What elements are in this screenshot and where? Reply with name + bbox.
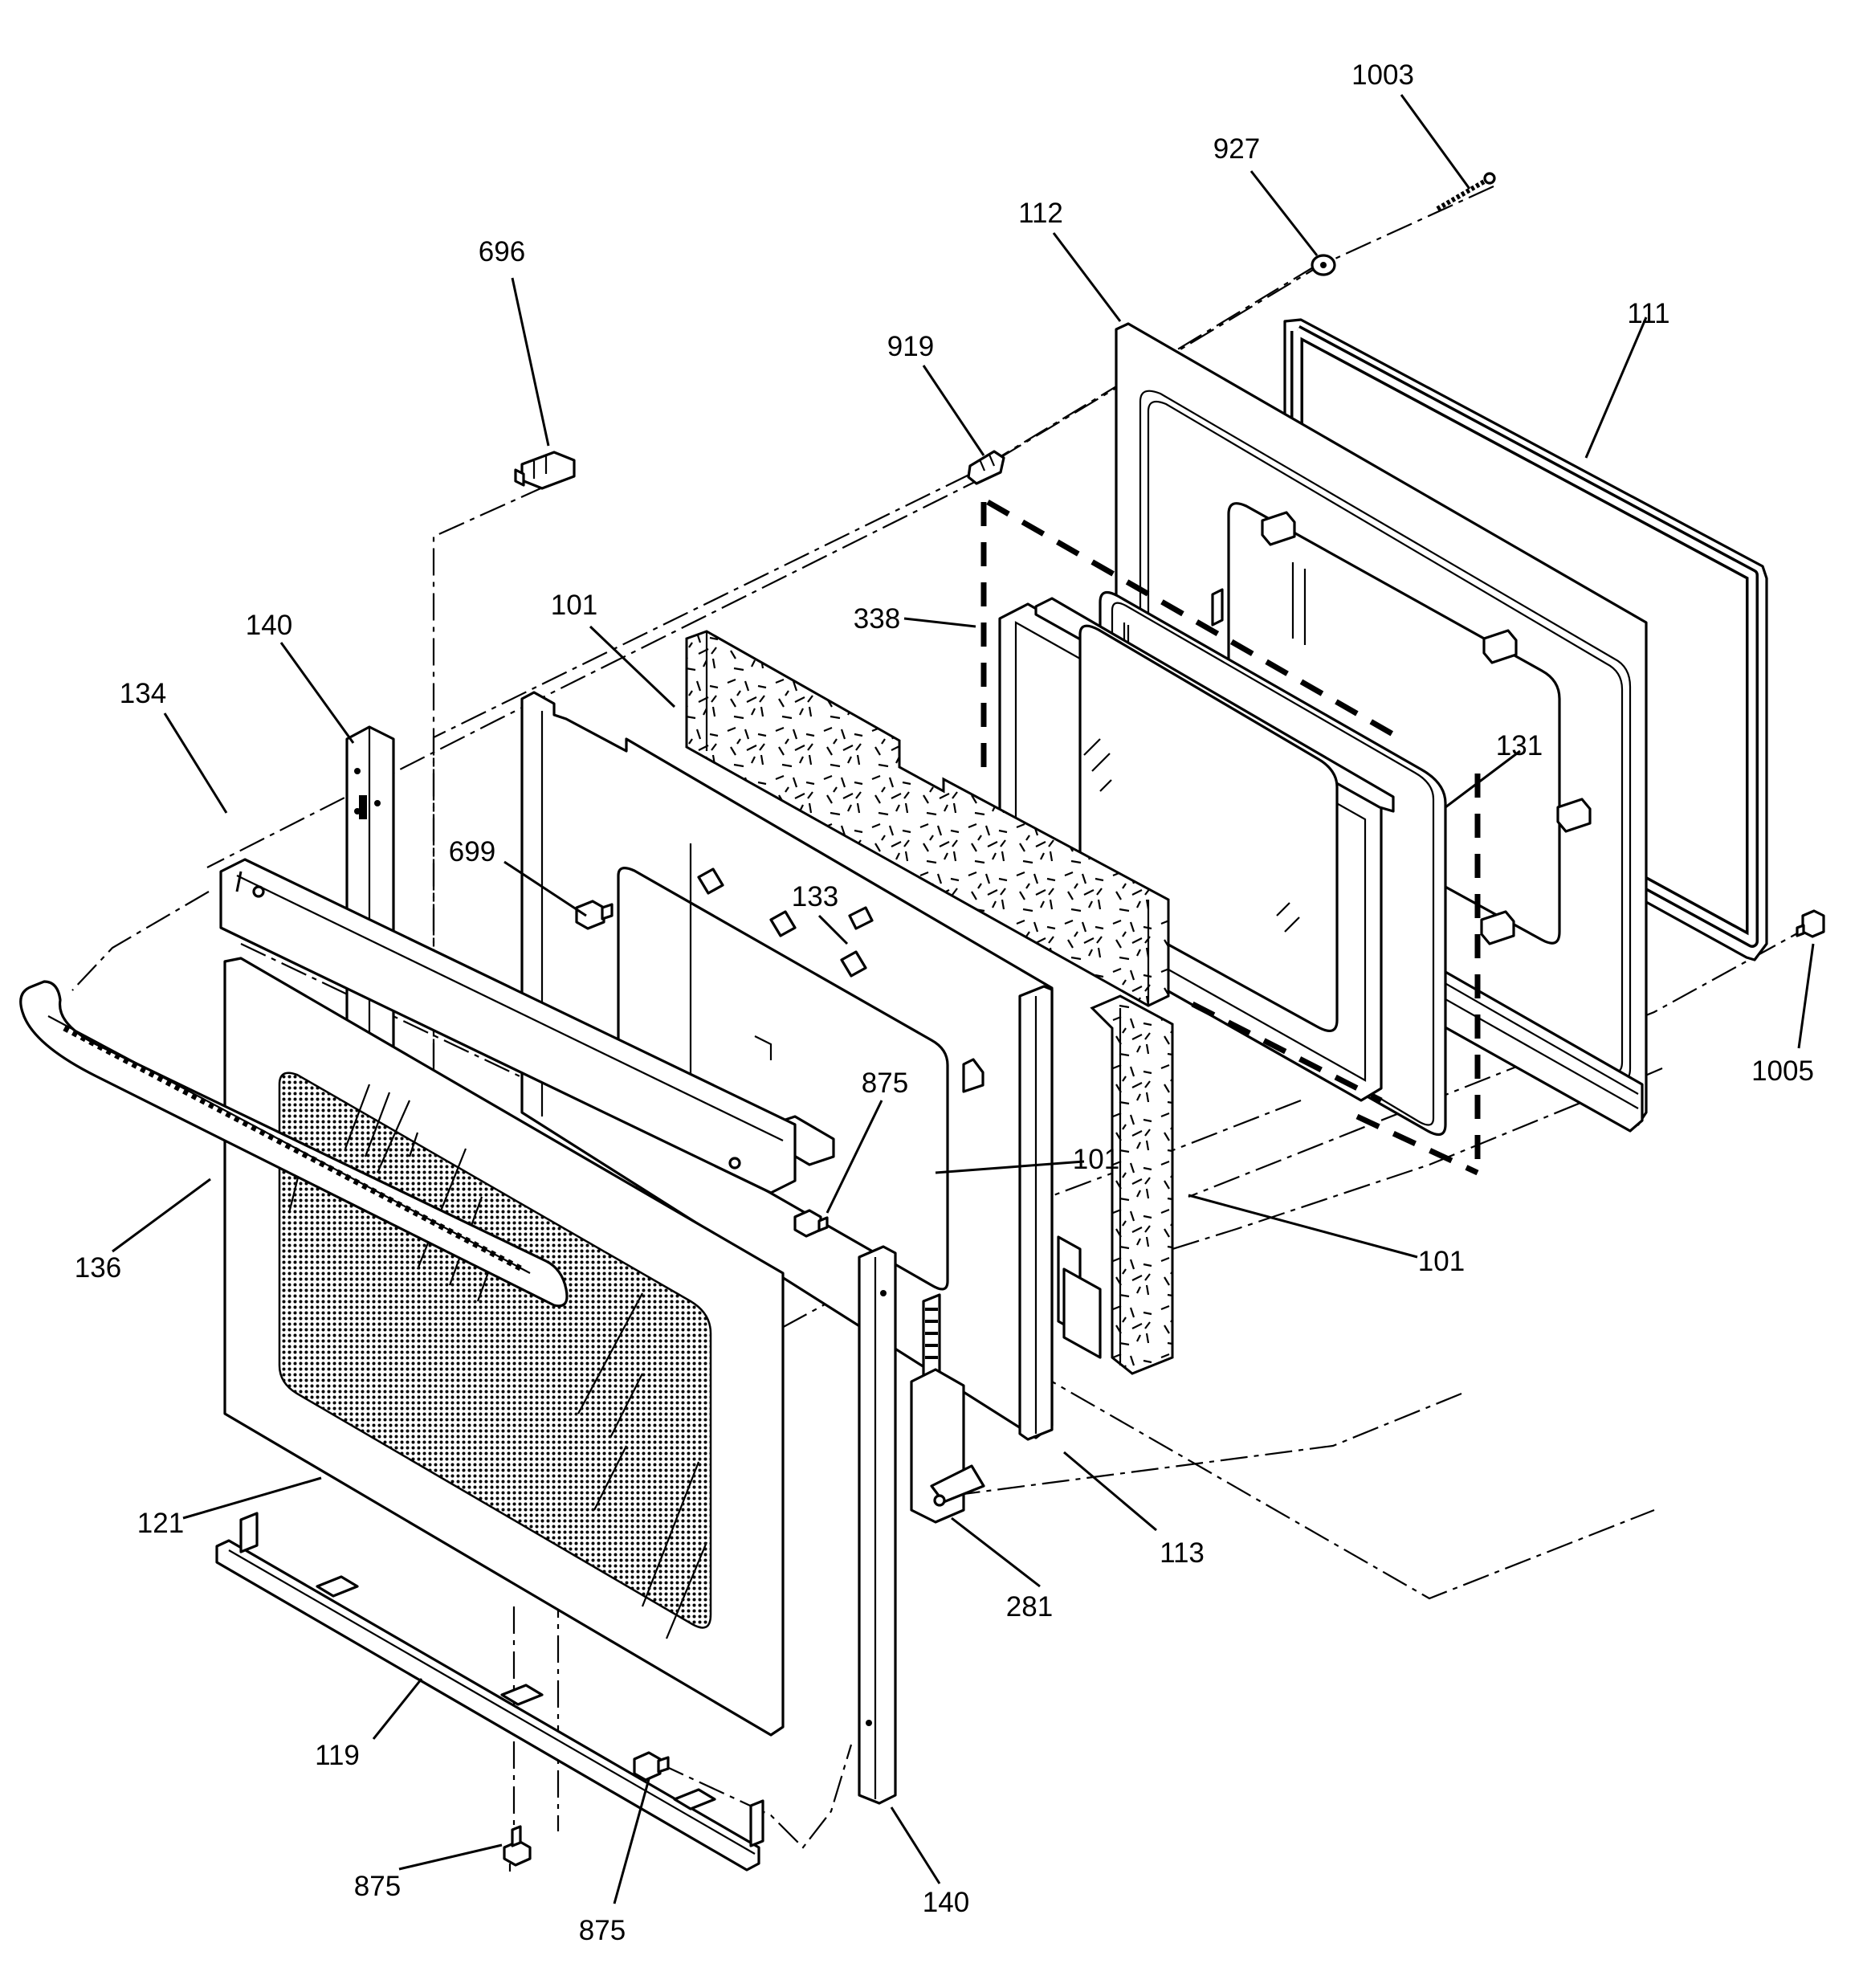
callout-875-lower-left: 875	[354, 1871, 401, 1902]
callout-134: 134	[120, 678, 166, 709]
screw-1005	[1796, 909, 1825, 938]
screw-875-top	[793, 1209, 829, 1238]
callout-1005: 1005	[1751, 1055, 1814, 1087]
callout-101-middle: 101	[1073, 1144, 1119, 1175]
callout-696: 696	[479, 236, 525, 267]
part-338-dashed-envelope	[980, 499, 1481, 1176]
callout-111: 111	[1627, 298, 1669, 329]
callout-101-top: 101	[551, 590, 597, 621]
screw-875-lower-left	[503, 1825, 532, 1867]
callout-113: 113	[1160, 1537, 1205, 1569]
callout-875-lower-right: 875	[579, 1915, 626, 1946]
part-101-insulation-side	[1057, 994, 1174, 1375]
callout-136: 136	[75, 1252, 121, 1284]
part-113-door-liner	[520, 691, 1054, 1441]
callout-133: 133	[792, 881, 838, 912]
callout-338: 338	[854, 603, 900, 635]
callout-119: 119	[315, 1740, 360, 1771]
screw-699	[575, 900, 614, 930]
callout-140-top: 140	[246, 610, 292, 641]
callout-1003: 1003	[1351, 59, 1414, 91]
callout-875-top: 875	[862, 1067, 908, 1099]
part-281-hinge	[910, 1293, 985, 1524]
callout-112: 112	[1018, 198, 1063, 229]
callout-699: 699	[449, 836, 495, 867]
screw-696	[514, 451, 576, 490]
screw-1003	[1436, 172, 1496, 211]
callout-131: 131	[1496, 730, 1543, 761]
callout-101-right: 101	[1418, 1246, 1465, 1277]
washer-927	[1311, 254, 1336, 276]
callout-121: 121	[137, 1508, 184, 1539]
part-119-bottom-rail	[215, 1512, 764, 1872]
part-136-handle	[19, 980, 569, 1308]
callout-140-bottom: 140	[923, 1887, 969, 1918]
callout-919: 919	[887, 331, 934, 362]
screw-875-lower-right	[633, 1751, 670, 1782]
part-134-vent-trim	[219, 858, 797, 1194]
leader-lines	[112, 94, 1815, 1904]
part-101-insulation-top	[685, 630, 1170, 1007]
callout-927: 927	[1213, 133, 1260, 165]
part-140-lower-channel	[858, 1245, 897, 1805]
callout-281: 281	[1006, 1591, 1053, 1623]
clip-919	[967, 450, 1005, 485]
callout-labels: 1003 927 112 111 696 919 101 338 140 134…	[75, 59, 1814, 1946]
